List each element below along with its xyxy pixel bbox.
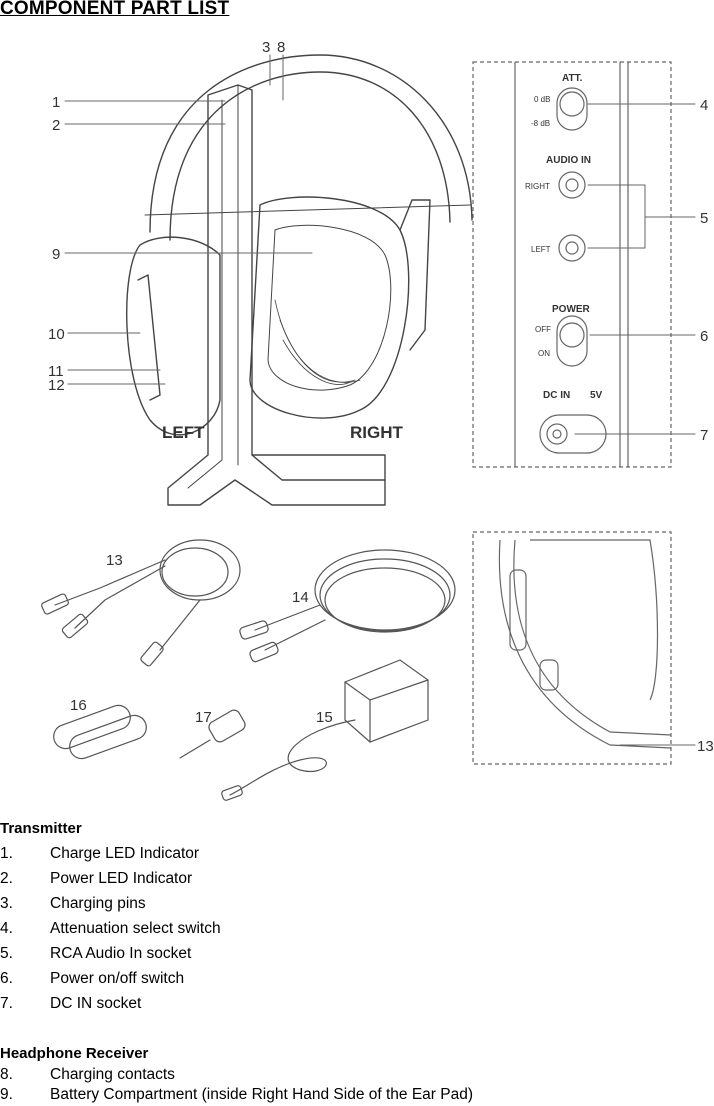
callout-6: 6: [700, 328, 708, 345]
item-text: Power on/off switch: [50, 970, 185, 987]
item-text: Attenuation select switch: [50, 920, 221, 937]
item-number: 1.: [0, 845, 13, 862]
left-earcup: [126, 236, 221, 436]
callout-11: 11: [48, 363, 64, 380]
rca-left-socket: [558, 234, 586, 262]
left-label: LEFT: [162, 423, 205, 442]
panel-left-label: LEFT: [531, 245, 551, 254]
rca-right-socket: [558, 171, 586, 199]
transmitter-stand: [167, 84, 386, 506]
callout-2: 2: [52, 117, 60, 134]
component-illustration: 1 2 3 8 4 5 6 7 9 10 11 12 13 14 15 16 1…: [0, 30, 714, 810]
callout-8: 8: [277, 39, 285, 56]
receiver-heading: Headphone Receiver: [0, 1045, 149, 1062]
dc-in-socket: [539, 414, 607, 454]
panel-att-8db: -8 dB: [531, 119, 550, 128]
item-number: 2.: [0, 870, 13, 887]
item-number: 9.: [0, 1086, 13, 1103]
battery: [69, 714, 147, 760]
right-earcup: [249, 196, 410, 419]
item-number: 5.: [0, 945, 13, 962]
battery: [53, 704, 131, 750]
panel-off-label: OFF: [535, 325, 551, 334]
callout-10: 10: [48, 326, 65, 343]
panel-audio-in-label: AUDIO IN: [546, 155, 591, 166]
att-switch: [556, 87, 588, 131]
rear-panel-inset: [472, 61, 672, 468]
callout-5: 5: [700, 210, 708, 227]
panel-power-label: POWER: [552, 304, 591, 315]
item-text: RCA Audio In socket: [50, 945, 192, 962]
callout-9: 9: [52, 246, 60, 263]
earcup-side-inset: [472, 531, 672, 765]
right-label: RIGHT: [350, 423, 404, 442]
panel-dc-volt-label: 5V: [590, 390, 603, 401]
callout-13b: 13: [697, 738, 714, 755]
callout-14: 14: [292, 589, 309, 606]
illustration-svg: 1 2 3 8 4 5 6 7 9 10 11 12 13 14 15 16 1…: [41, 39, 714, 801]
transmitter-heading: Transmitter: [0, 820, 82, 837]
callout-7: 7: [700, 427, 708, 444]
item-text: Charging contacts: [50, 1066, 175, 1083]
panel-dc-in-label: DC IN: [543, 390, 570, 401]
callout-4: 4: [700, 97, 708, 114]
callout-13: 13: [106, 552, 123, 569]
item-number: 6.: [0, 970, 13, 987]
item-text: Power LED Indicator: [50, 870, 193, 887]
item-number: 4.: [0, 920, 13, 937]
callout-16: 16: [70, 697, 87, 714]
item-number: 7.: [0, 995, 13, 1012]
callout-12: 12: [48, 377, 65, 394]
item-text: DC IN socket: [50, 995, 142, 1012]
panel-att-label: ATT.: [562, 73, 583, 84]
panel-right-label: RIGHT: [525, 182, 550, 191]
item-text: Charging pins: [50, 895, 146, 912]
callout-3: 3: [262, 39, 270, 56]
callout-17: 17: [195, 709, 212, 726]
page-title: COMPONENT PART LIST: [0, 0, 230, 19]
panel-on-label: ON: [538, 349, 550, 358]
callout-15: 15: [316, 709, 333, 726]
callout-1: 1: [52, 94, 60, 111]
item-number: 8.: [0, 1066, 13, 1083]
item-text: Battery Compartment (inside Right Hand S…: [50, 1086, 474, 1103]
power-switch: [556, 315, 588, 367]
headband: [149, 54, 473, 233]
item-number: 3.: [0, 895, 13, 912]
panel-att-0db: 0 dB: [534, 95, 550, 104]
item-text: Charge LED Indicator: [50, 845, 200, 862]
